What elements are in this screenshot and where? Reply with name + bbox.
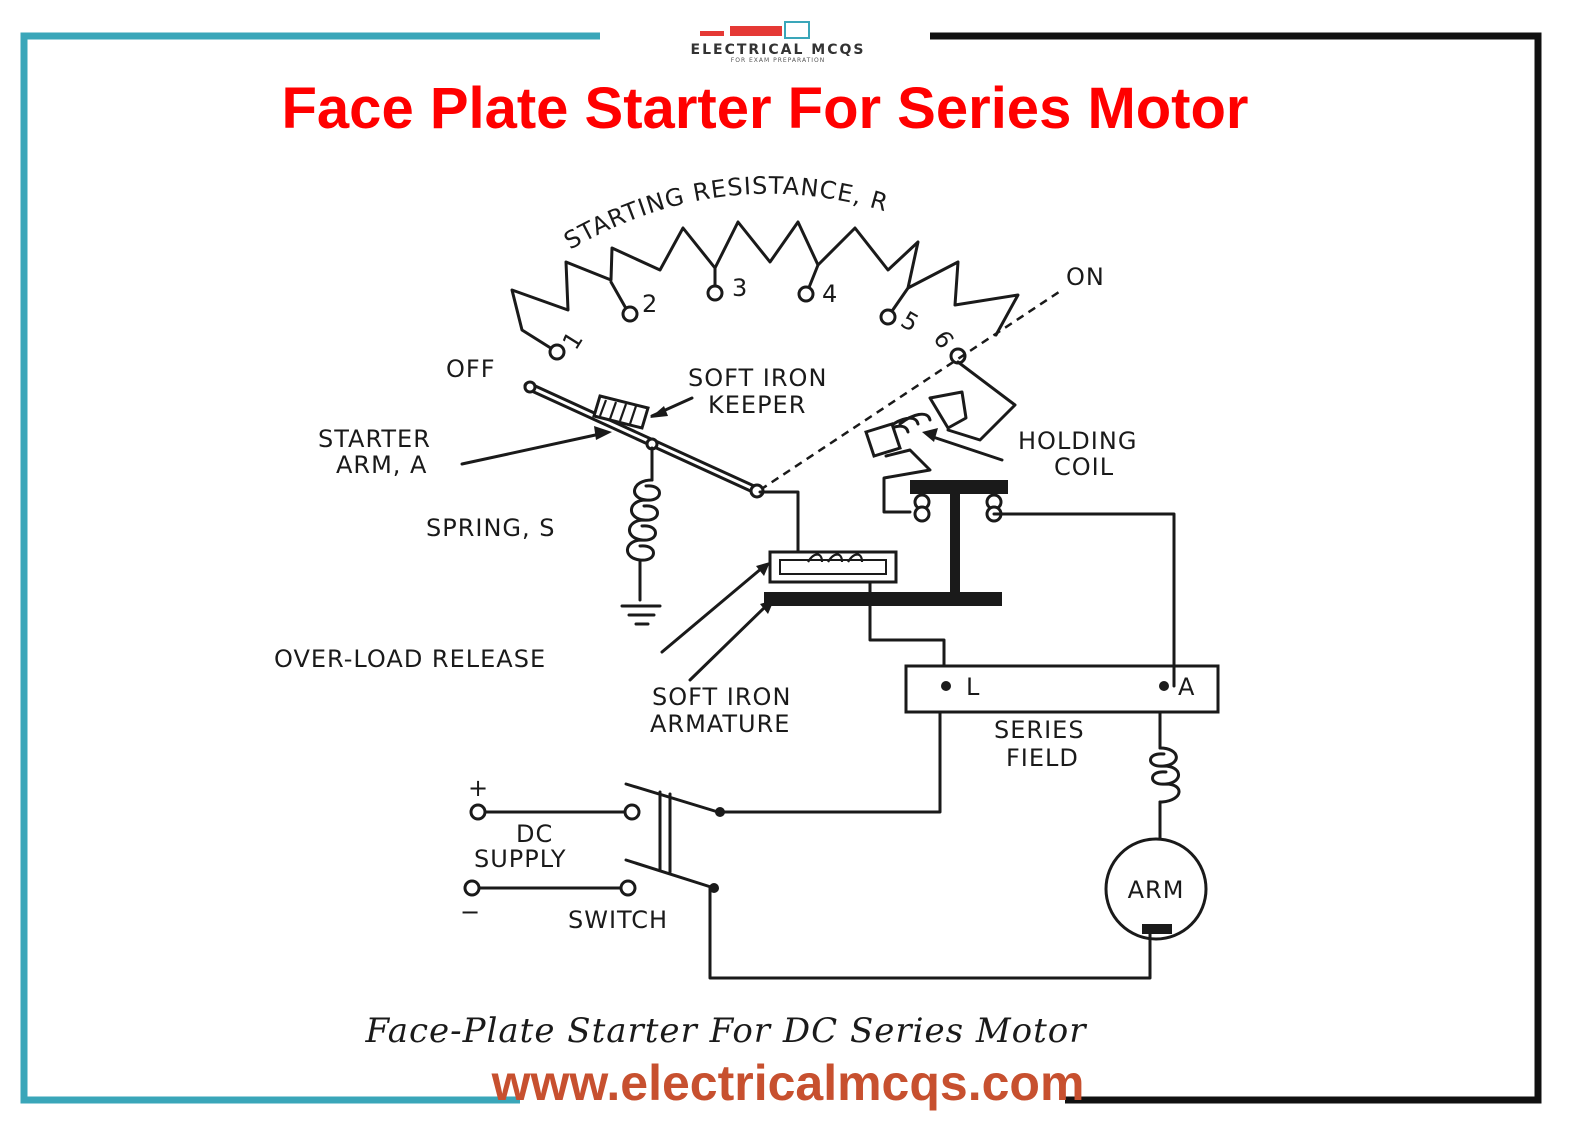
series-field-coil: [1149, 710, 1181, 852]
page-border: [20, 32, 1542, 1104]
switch-label: SWITCH: [568, 906, 668, 934]
holding-coil-arrowhead: [922, 428, 938, 442]
stud-label: 4: [822, 280, 837, 308]
holding-coil-label-1: HOLDING: [1018, 427, 1137, 455]
series-field-label-2: FIELD: [1006, 744, 1079, 772]
starter-arm-label-2: ARM, A: [336, 451, 427, 479]
soft-iron-armature-bar: [764, 592, 1002, 606]
on-position-line: [759, 288, 1063, 492]
holding-coil-label-2: COIL: [1054, 453, 1114, 481]
on-label: ON: [1066, 263, 1105, 291]
soft-iron-armature-label-2: ARMATURE: [650, 710, 790, 738]
logo-name: ELECTRICAL MCQS: [691, 42, 866, 58]
stud-5: 5: [879, 306, 923, 338]
soft-iron-keeper-label-2: KEEPER: [708, 391, 806, 419]
spring: [620, 446, 662, 626]
holding-coil-pointer: [928, 434, 1004, 462]
armature-pointer: [688, 604, 768, 682]
stud-label: 5: [896, 306, 923, 338]
series-field-label-1: SERIES: [994, 716, 1085, 744]
holding-coil: [864, 360, 1017, 514]
page-title: Face Plate Starter For Series Motor: [282, 76, 1249, 141]
stud-4: 4: [797, 280, 837, 308]
soft-iron-keeper: [592, 394, 650, 430]
stud-3: 3: [706, 274, 747, 302]
brand-logo: ELECTRICAL MCQS FOR EXAM PREPARATION: [691, 21, 866, 64]
stud-2: 2: [621, 290, 657, 323]
overload-arrowhead: [756, 562, 770, 576]
overload-release: [758, 490, 898, 584]
stud-label: 3: [732, 274, 747, 302]
terminal-l-label: L: [966, 673, 980, 701]
diagram-caption: Face-Plate Starter For DC Series Motor: [364, 1011, 1087, 1051]
motor-armature: ARM: [1104, 837, 1208, 941]
overload-t-bar: [910, 480, 1008, 594]
logo-tagline: FOR EXAM PREPARATION: [731, 57, 825, 64]
keeper-arrowhead: [650, 406, 668, 418]
wire-to-terminal-l: [868, 580, 946, 688]
overload-pointer: [660, 566, 764, 654]
soft-iron-keeper-label-1: SOFT IRON: [688, 364, 827, 392]
wire-to-terminal-a: [992, 512, 1176, 688]
dc-supply-label-2: SUPPLY: [474, 845, 567, 873]
soft-iron-armature-label-1: SOFT IRON: [652, 683, 791, 711]
overload-release-label: OVER-LOAD RELEASE: [274, 645, 546, 673]
terminal-a-label: A: [1178, 673, 1195, 701]
wire-return: [708, 886, 1152, 980]
stud-1: 1: [548, 327, 589, 361]
dc-supply-switch: [463, 710, 942, 897]
starter-arm-label-1: STARTER: [318, 425, 431, 453]
starter-arm-arrowhead: [594, 426, 612, 440]
armature-arrowhead: [760, 600, 774, 614]
plus-label: +: [468, 774, 489, 802]
starter-arm: [523, 380, 765, 499]
website-url: www.electricalmcqs.com: [491, 1055, 1085, 1111]
off-label: OFF: [446, 355, 496, 383]
starter-arm-pointer: [460, 432, 602, 466]
arm-label: ARM: [1128, 876, 1185, 904]
terminal-block: [904, 664, 1220, 714]
starting-resistance: [510, 220, 1020, 354]
dc-supply-label-1: DC: [516, 820, 553, 848]
spring-label: SPRING, S: [426, 514, 556, 542]
minus-label: −: [460, 898, 481, 926]
stud-label: 2: [642, 290, 657, 318]
